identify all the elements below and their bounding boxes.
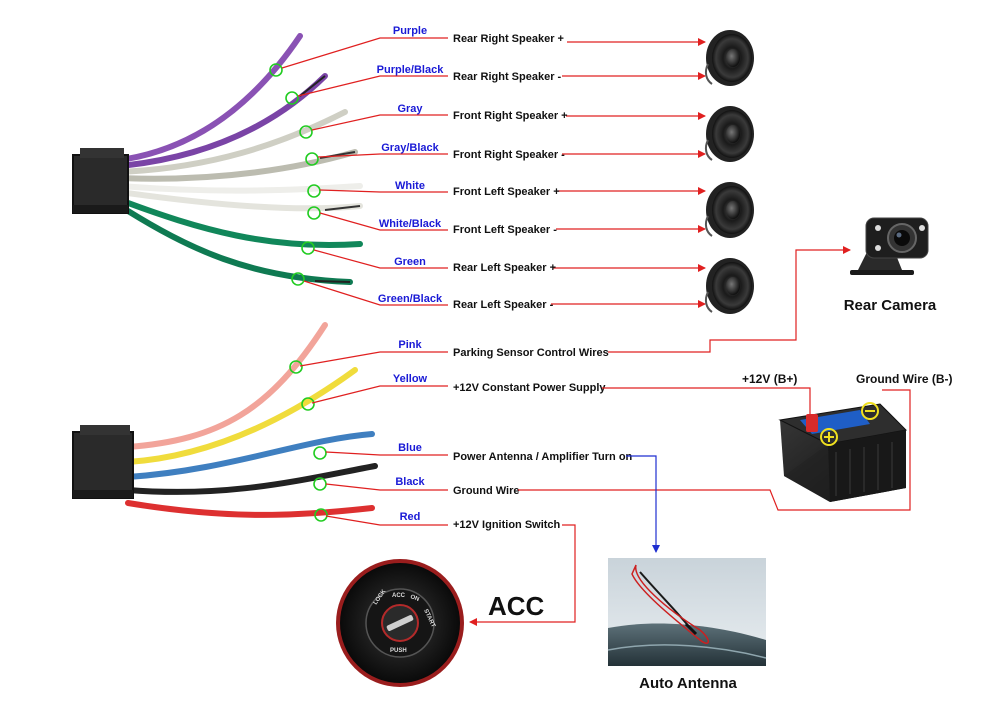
battery-ground-label: Ground Wire (B-) [856,372,953,386]
wire-pink [125,322,328,450]
line-to-camera [608,246,851,353]
speaker-rear-left [704,258,754,314]
speaker-front-right-rear [704,30,754,86]
junction-ring [313,446,327,460]
power-connector [72,431,134,499]
wire-function-label: Front Left Speaker - [453,224,557,236]
junction-ring [299,125,313,139]
line-to-battery-positive [602,387,811,420]
rear-camera-label: Rear Camera [844,297,937,314]
wire-function-label: Rear Right Speaker - [453,71,562,83]
wire-color-label: White/Black [379,218,442,230]
wire-function-label: Rear Left Speaker + [453,262,556,274]
speaker-front-right [704,106,754,162]
speaker-harness: Purple Purple/Black Gray Gray/Black Whit… [72,25,706,311]
wire-purple [117,33,303,163]
auto-antenna-label: Auto Antenna [639,675,737,692]
wire-function-label: Parking Sensor Control Wires [453,347,609,359]
wire-color-label: Blue [398,442,422,454]
junction-ring [313,477,327,491]
junction-ring [314,508,328,522]
wire-color-label: Black [395,476,425,488]
wire-color-label: Purple/Black [377,64,445,76]
wire-function-label: Ground Wire [453,485,520,497]
wire-gray [117,109,348,175]
wire-function-label: Front Right Speaker + [453,110,568,122]
line-to-antenna [626,455,660,553]
wire-green [117,197,363,249]
junction-ring [301,241,315,255]
wire-color-label: Gray/Black [381,142,439,154]
speaker-front-left [704,182,754,238]
speaker-connector [72,154,129,214]
auto-antenna-icon [607,558,767,666]
ignition-switch-icon: LOCK ACC ON START PUSH [336,559,464,687]
junction-ring [307,184,321,198]
junction-ring [289,360,303,374]
wire-function-label: Rear Left Speaker - [453,299,554,311]
power-harness: Pink Yellow Blue Black Red Parking Senso… [72,322,633,531]
wire-white [117,183,363,194]
wire-red [125,500,375,518]
wire-yellow [125,367,358,465]
wire-color-label: Red [400,511,421,523]
wire-color-label: Green/Black [378,293,443,305]
wire-white-black [117,189,363,212]
junction-ring [305,152,319,166]
wire-function-label: +12V Ignition Switch [453,519,561,531]
junction-ring [269,63,283,77]
rear-camera-icon [850,217,929,275]
wire-color-label: Purple [393,25,427,37]
key-position-label: ACC [392,593,406,599]
wire-function-label: +12V Constant Power Supply [453,382,606,394]
wire-color-label: White [395,180,425,192]
wire-color-label: Pink [398,339,422,351]
wire-green-black [117,203,353,285]
wire-color-label: Yellow [393,373,428,385]
junction-ring [301,397,315,411]
wire-gray-black [117,149,358,182]
battery-icon [778,402,908,502]
wire-function-label: Front Right Speaker - [453,149,565,161]
wire-function-label: Front Left Speaker + [453,186,560,198]
acc-label: ACC [488,591,545,621]
wire-black [125,463,378,495]
wire-blue [125,431,375,480]
key-position-label: PUSH [390,648,407,654]
key-position-label: ON [409,594,420,603]
wire-color-label: Gray [397,103,423,115]
line-to-battery-ground [518,389,911,511]
junction-ring [291,272,305,286]
junction-ring [285,91,299,105]
wire-color-label: Green [394,256,426,268]
wire-function-label: Power Antenna / Amplifier Turn on [453,451,633,463]
line-to-acc [469,524,576,626]
battery-positive-label: +12V (B+) [742,372,797,386]
wire-function-label: Rear Right Speaker + [453,33,564,45]
